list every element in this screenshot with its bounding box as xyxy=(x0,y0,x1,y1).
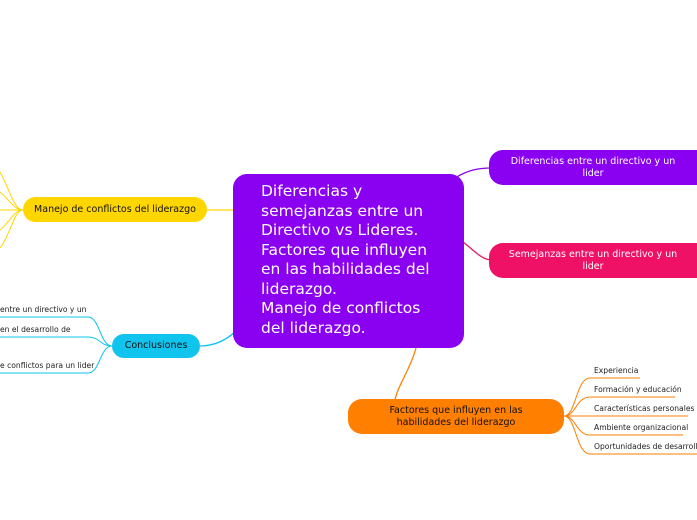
branch-conclusiones[interactable]: Conclusiones xyxy=(112,334,200,358)
subtopic-formacion[interactable]: Formación y educación xyxy=(594,385,682,394)
subtopic-oportunidades[interactable]: Oportunidades de desarrollo xyxy=(594,442,697,451)
branch-manejo-conflictos[interactable]: Manejo de conflictos del liderazgo xyxy=(23,197,207,222)
subtopic-conclusion-3[interactable]: e conflictos para un lider xyxy=(0,361,95,370)
subtopic-caracteristicas[interactable]: Características personales xyxy=(594,404,695,413)
subtopic-ambiente[interactable]: Ambiente organizacional xyxy=(594,423,689,432)
branch-semejanzas[interactable]: Semejanzas entre un directivo y un lider xyxy=(489,243,697,278)
subtopic-experiencia[interactable]: Experiencia xyxy=(594,366,639,375)
branch-factores[interactable]: Factores que influyen en las habilidades… xyxy=(348,399,564,434)
connector-diferencias xyxy=(454,167,493,179)
branch-diferencias[interactable]: Diferencias entre un directivo y un lide… xyxy=(489,150,697,185)
subtopic-conclusion-2[interactable]: en el desarrollo de xyxy=(0,325,71,334)
subtopic-conclusion-1[interactable]: entre un directivo y un xyxy=(0,305,87,314)
connector-factores xyxy=(394,347,417,401)
connector-semejanzas xyxy=(462,241,493,261)
central-topic[interactable]: Diferencias y semejanzas entre un Direct… xyxy=(233,174,464,348)
